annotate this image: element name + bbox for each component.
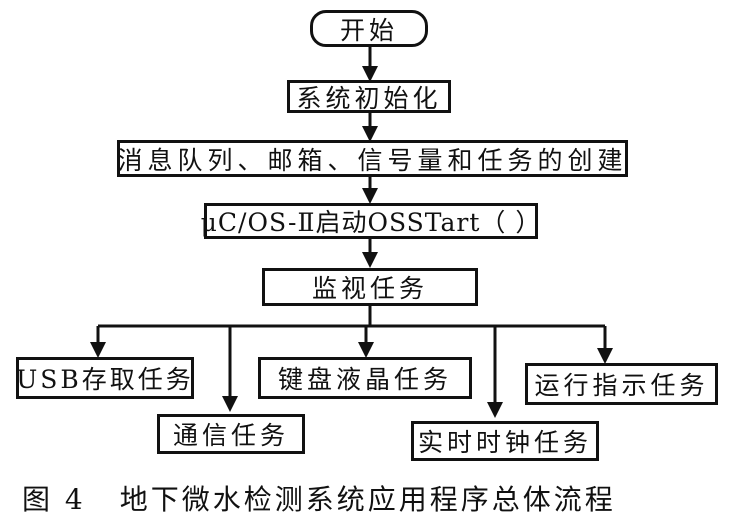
monitor-node: 监视任务 [262,268,478,306]
usb-task-node: USB存取任务 [16,357,194,399]
start-node: 开始 [310,10,428,47]
arrowhead [362,66,378,82]
arrowhead [362,188,378,204]
create-node: 消息队列、邮箱、信号量和任务的创建 [117,140,628,177]
arrowhead [362,126,378,142]
figure-caption: 图 4 地下微水检测系统应用程序总体流程 [22,478,616,518]
arrowhead [487,402,503,418]
comm-task-node: 通信任务 [157,414,305,454]
arrowhead [362,252,378,268]
arrowhead [90,342,106,358]
arrowhead [597,348,613,364]
figure-label: 图 4 [22,483,86,516]
arrowhead [358,342,374,358]
osstart-node: μC/OS-Ⅱ启动OSSTart（ ） [201,203,540,239]
init-node: 系统初始化 [287,80,451,113]
keyboard-lcd-task-node: 键盘液晶任务 [258,357,472,399]
arrowhead [222,396,238,412]
rtc-task-node: 实时时钟任务 [411,421,599,461]
run-indicator-task-node: 运行指示任务 [525,363,718,405]
figure-title: 地下微水检测系统应用程序总体流程 [119,483,616,516]
